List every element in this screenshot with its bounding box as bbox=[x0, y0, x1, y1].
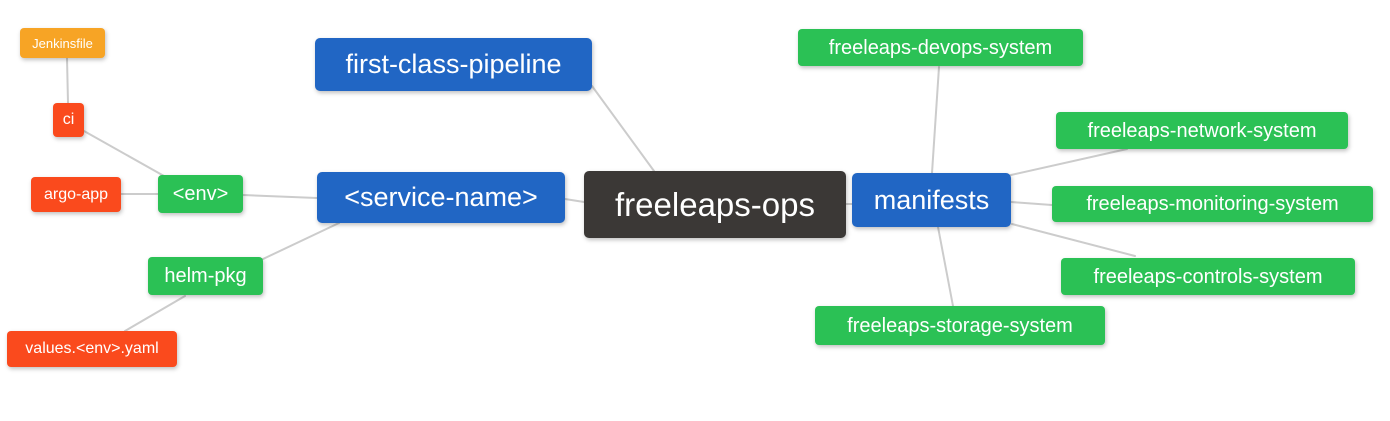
edge-helm-pkg-values bbox=[124, 295, 186, 332]
node-jenkinsfile[interactable]: Jenkinsfile bbox=[20, 28, 105, 58]
edge-manifests-controls bbox=[1011, 223, 1136, 257]
node-freeleaps-ops[interactable]: freeleaps-ops bbox=[584, 171, 846, 238]
node-values-env-yaml[interactable]: values.<env>.yaml bbox=[7, 331, 177, 367]
node-helm-pkg[interactable]: helm-pkg bbox=[148, 257, 263, 295]
node-freeleaps-storage-system[interactable]: freeleaps-storage-system bbox=[815, 306, 1105, 345]
edge-ci-env bbox=[83, 130, 165, 177]
edge-manifests-storage bbox=[937, 226, 954, 307]
node-freeleaps-controls-system[interactable]: freeleaps-controls-system bbox=[1061, 258, 1355, 295]
node-freeleaps-network-system[interactable]: freeleaps-network-system bbox=[1056, 112, 1348, 149]
edge-manifests-monitoring bbox=[1010, 201, 1053, 206]
edge-service-name-helm-pkg bbox=[262, 222, 340, 260]
edge-manifests-network bbox=[1010, 148, 1128, 176]
node-env[interactable]: <env> bbox=[158, 175, 243, 213]
node-manifests[interactable]: manifests bbox=[852, 173, 1011, 227]
edge-pipeline-ops bbox=[591, 85, 655, 172]
node-argo-app[interactable]: argo-app bbox=[31, 177, 121, 212]
edge-manifests-devops bbox=[931, 66, 940, 174]
edge-service-name-ops bbox=[564, 198, 585, 203]
edge-env-service-name bbox=[242, 194, 318, 199]
node-service-name[interactable]: <service-name> bbox=[317, 172, 565, 223]
node-first-class-pipeline[interactable]: first-class-pipeline bbox=[315, 38, 592, 91]
node-freeleaps-monitoring-system[interactable]: freeleaps-monitoring-system bbox=[1052, 186, 1373, 222]
node-ci[interactable]: ci bbox=[53, 103, 84, 137]
edge-jenkinsfile-ci bbox=[66, 57, 69, 104]
node-freeleaps-devops-system[interactable]: freeleaps-devops-system bbox=[798, 29, 1083, 66]
